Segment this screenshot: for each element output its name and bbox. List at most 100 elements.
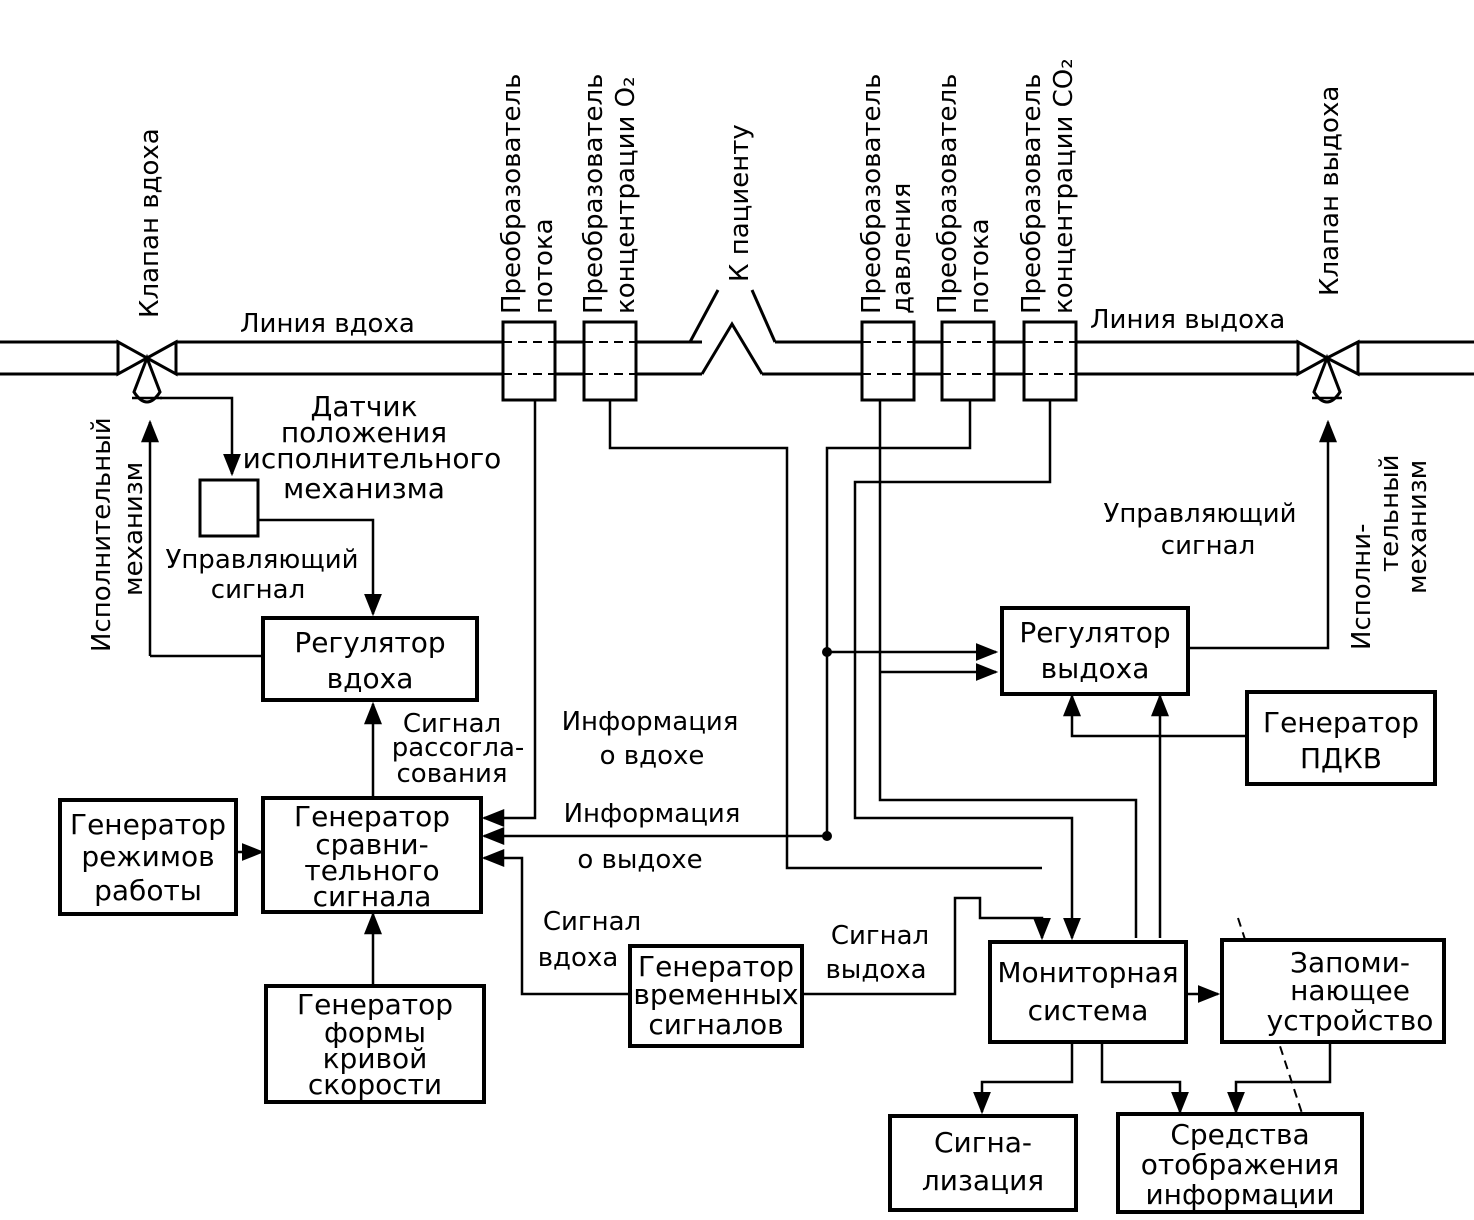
timing-generator-block: Генератор временных сигналов: [628, 944, 804, 1048]
exhale-valve-label: Клапан выдоха: [1315, 86, 1345, 296]
pressure-label: Преобразователь давления: [857, 74, 917, 315]
position-sensor-line-4: механизма: [283, 472, 445, 505]
o2-line-2: концентрации O₂: [611, 76, 641, 314]
exhale-info-line-1: Информация: [564, 799, 741, 829]
flow-in-line-2: потока: [529, 218, 559, 314]
mismatch-signal-line-3: сования: [397, 759, 508, 789]
control-signal-left-label: Управляющий сигнал: [165, 545, 358, 605]
flow-out-transducer: [940, 320, 996, 402]
actuator-right-line-3: механизм: [1403, 460, 1433, 594]
monitor-block: Мониторная система: [988, 940, 1188, 1044]
exhale-signal-line-2: выдоха: [825, 955, 926, 985]
control-signal-right-label: Управляющий сигнал: [1103, 499, 1296, 561]
display-line-2: отображения: [1141, 1148, 1340, 1181]
inhale-regulator-block: Регулятор вдоха: [261, 616, 479, 702]
timing-generator-line-1: Генератор: [638, 950, 794, 983]
co2-line-1: Преобразователь: [1017, 74, 1047, 315]
comparator-line-2: сравни-: [315, 828, 428, 861]
inhale-signal-label: Сигнал вдоха: [538, 907, 641, 973]
timing-generator-line-3: сигналов: [648, 1008, 783, 1041]
control-signal-left-line-2: сигнал: [211, 575, 305, 605]
exhale-regulator-line-2: выдоха: [1041, 652, 1150, 685]
control-signal-left-line-1: Управляющий: [165, 545, 358, 575]
mode-generator-line-1: Генератор: [70, 808, 226, 841]
inhale-info-label: Информация о вдохе: [562, 707, 739, 771]
timing-generator-line-2: временных: [633, 978, 798, 1011]
peep-generator-block: Генератор ПДКВ: [1245, 690, 1437, 786]
alarm-line-2: лизация: [922, 1164, 1044, 1197]
monitor-line-1: Мониторная: [997, 956, 1178, 989]
memory-block: Запоми- нающее устройство: [1220, 938, 1446, 1044]
flow-in-transducer: [501, 320, 557, 402]
flow-out-label: Преобразователь потока: [933, 74, 995, 315]
o2-transducer: [582, 320, 638, 402]
mode-generator-line-2: режимов: [81, 840, 214, 873]
inhale-valve-label: Клапан вдоха: [135, 128, 165, 318]
position-sensor-box: [198, 478, 260, 538]
exhale-regulator-block: Регулятор выдоха: [1000, 606, 1190, 696]
memory-line-1: Запоми-: [1290, 946, 1410, 979]
memory-line-2: нающее: [1290, 974, 1410, 1007]
actuator-left-label: Исполнительный механизм: [87, 417, 149, 652]
inhale-info-line-2: о вдохе: [600, 741, 705, 771]
co2-transducer: [1022, 320, 1078, 402]
actuator-right-line-2: тельный: [1375, 454, 1405, 572]
mismatch-signal-line-2: рассогла-: [392, 733, 525, 763]
position-sensor-line-3: исполнительного: [243, 442, 502, 475]
mismatch-signal-label: Сигнал рассогла- сования: [392, 709, 525, 789]
inhale-info-line-1: Информация: [562, 707, 739, 737]
inhale-line-label: Линия вдоха: [240, 309, 415, 339]
control-signal-right-line-2: сигнал: [1161, 531, 1255, 561]
to-patient-label: К пациенту: [725, 124, 755, 282]
display-line-1: Средства: [1170, 1118, 1309, 1151]
patient-connector: [688, 289, 777, 375]
actuator-right-line-1: Исполни-: [1347, 523, 1377, 650]
inhale-regulator-line-2: вдоха: [327, 662, 414, 695]
curve-generator-line-3: кривой: [323, 1042, 428, 1075]
exhale-info-line-2: о выдохе: [577, 845, 702, 875]
exhale-valve-symbol: [1296, 339, 1360, 404]
memory-line-3: устройство: [1267, 1004, 1434, 1037]
comparator-line-4: сигнала: [313, 880, 432, 913]
o2-line-1: Преобразователь: [579, 74, 609, 315]
flow-out-line-1: Преобразователь: [933, 74, 963, 315]
pressure-line-2: давления: [887, 183, 917, 314]
exhale-info-label: Информация о выдохе: [564, 799, 741, 875]
alarm-line-1: Сигна-: [934, 1126, 1032, 1159]
monitor-line-2: система: [1028, 994, 1149, 1027]
co2-label: Преобразователь концентрации CO₂: [1017, 58, 1079, 314]
exhale-line-label: Линия выдоха: [1090, 305, 1285, 335]
co2-line-2: концентрации CO₂: [1049, 58, 1079, 314]
peep-generator-line-2: ПДКВ: [1300, 742, 1382, 775]
position-sensor-label: Датчик положения исполнительного механиз…: [243, 390, 502, 505]
inhale-regulator-line-1: Регулятор: [294, 626, 445, 659]
exhale-regulator-line-1: Регулятор: [1019, 616, 1170, 649]
position-sensor-line-2: положения: [281, 416, 447, 449]
curve-generator-line-1: Генератор: [297, 988, 453, 1021]
actuator-right-label: Исполни- тельный механизм: [1347, 454, 1433, 650]
curve-generator-line-4: скорости: [308, 1068, 442, 1101]
flow-out-line-2: потока: [965, 218, 995, 314]
curve-generator-line-2: формы: [324, 1016, 426, 1049]
pressure-line-1: Преобразователь: [857, 74, 887, 315]
actuator-left-line-2: механизм: [119, 462, 149, 596]
mode-generator-line-3: работы: [94, 874, 202, 907]
inhale-signal-line-2: вдоха: [538, 943, 619, 973]
actuator-left-line-1: Исполнительный: [87, 417, 117, 652]
inhale-signal-line-1: Сигнал: [543, 907, 641, 937]
display-block: Средства отображения информации: [1116, 1112, 1364, 1214]
exhale-signal-line-1: Сигнал: [831, 921, 929, 951]
comparator-line-3: тельного: [304, 854, 439, 887]
comparator-block: Генератор сравни- тельного сигнала: [261, 796, 483, 914]
exhale-signal-label: Сигнал выдоха: [825, 921, 929, 985]
alarm-block: Сигна- лизация: [888, 1114, 1078, 1212]
pressure-transducer: [860, 320, 916, 402]
control-signal-right-line-1: Управляющий: [1103, 499, 1296, 529]
inhale-valve-symbol: [116, 339, 178, 404]
flow-in-line-1: Преобразователь: [497, 74, 527, 315]
o2-label: Преобразователь концентрации O₂: [579, 74, 641, 315]
peep-generator-line-1: Генератор: [1263, 706, 1419, 739]
mode-generator-block: Генератор режимов работы: [58, 798, 238, 916]
mismatch-signal-line-1: Сигнал: [403, 709, 501, 739]
